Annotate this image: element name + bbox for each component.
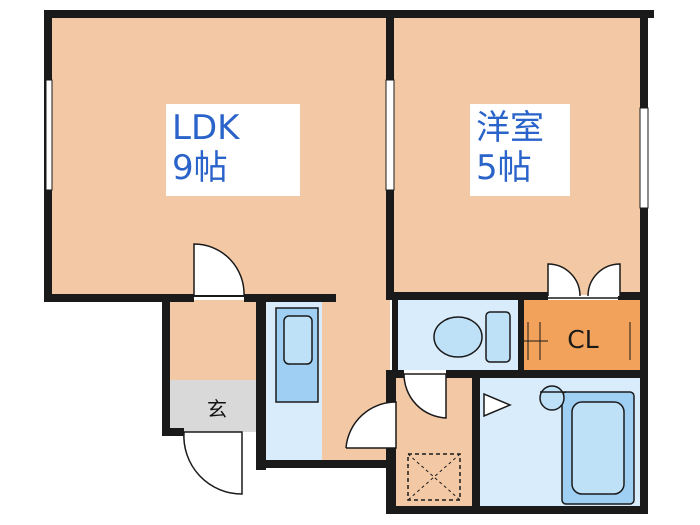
yoshitsu-label: 洋室 5帖 <box>470 104 570 196</box>
yoshitsu-name: 洋室 <box>476 108 544 148</box>
closet-floor <box>522 300 640 370</box>
genkan-floor <box>170 380 258 432</box>
genkan-label: 玄 <box>207 397 227 421</box>
yoshitsu-size: 5帖 <box>476 148 532 188</box>
toilet-icon <box>433 311 511 363</box>
wall-genkan-left <box>162 294 170 434</box>
wall-yoshitsu-bottom-right <box>618 292 648 300</box>
wall-toilet-closet <box>518 300 524 376</box>
sink-basin <box>283 315 313 365</box>
wall-washroom-bottom <box>258 460 394 468</box>
door-swing-icon <box>183 243 631 495</box>
wall-toilet-left <box>392 296 398 376</box>
wall-yoshitsu-bottom-left <box>386 292 548 300</box>
wall-top <box>44 10 654 18</box>
ldk-label: LDK 9帖 <box>166 104 300 196</box>
wall-genkan-bottom-left <box>162 428 184 436</box>
washbasin-icon <box>539 385 566 411</box>
window-icon <box>45 79 649 209</box>
genkan-hall-floor <box>170 300 258 380</box>
wall-row-bottom-right <box>446 370 648 378</box>
wall-laundry-bath <box>472 378 480 510</box>
wall-right <box>640 10 648 510</box>
wall-ldk-bottom-left <box>44 294 194 302</box>
wall-washroom-left <box>258 294 266 470</box>
bath-shower-marker <box>483 392 512 418</box>
wall-ldk-bottom-right <box>244 294 336 302</box>
floors <box>52 17 646 508</box>
closet-label: CL <box>567 325 599 354</box>
ldk-size: 9帖 <box>172 148 228 188</box>
ldk-name: LDK <box>172 108 240 148</box>
fixtures <box>275 307 635 505</box>
bathtub-icon <box>561 391 635 505</box>
wall-bottom <box>386 506 648 514</box>
